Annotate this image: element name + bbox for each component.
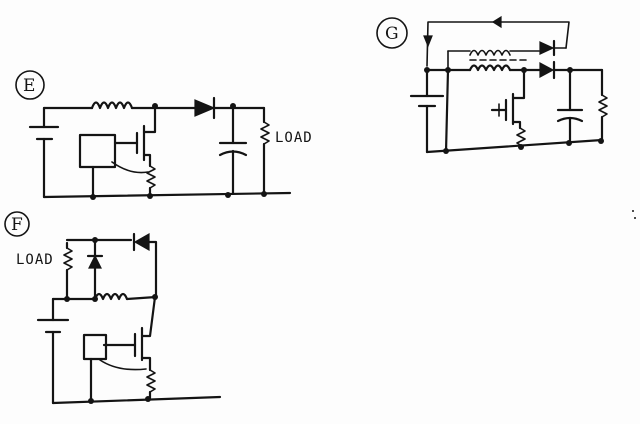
diagram-e-junction-dot [261, 191, 267, 197]
diagram-f-junction-dot [145, 396, 151, 402]
scan-speck [632, 210, 634, 212]
diagram-e-junction-dot [152, 103, 158, 109]
diagram-e-controller-box [78, 133, 117, 169]
diagram-f-sense-wire [99, 359, 147, 371]
diagram-e-battery [28, 106, 60, 199]
diagram-g-junction-dot [598, 138, 604, 144]
diagram-e: E LOA [15, 70, 313, 200]
diagram-g-mosfet [490, 68, 526, 130]
diagram-e-inductor [90, 101, 134, 110]
diagram-e-sense-wire [111, 161, 149, 174]
diagram-e-junction-dot [147, 193, 153, 199]
diagram-f-battery [36, 297, 70, 405]
diagram-f-controller-box [82, 333, 108, 361]
diagram-g: G [376, 15, 608, 154]
diagram-f-marker: F [11, 215, 23, 235]
diagram-f-marker-circle [4, 211, 30, 237]
diagram-e-marker-circle [15, 70, 45, 100]
diagram-e-load-resistor [260, 106, 270, 195]
diagram-e-load-label: LOAD [275, 130, 313, 146]
diagram-g-sense-resistor [516, 127, 526, 147]
scan-speck [634, 217, 636, 219]
diagram-e-mosfet [113, 106, 157, 168]
diagram-f-junction-dot [88, 398, 94, 404]
diagram-e-diode [194, 96, 216, 120]
diagram-f-mosfet [102, 295, 157, 372]
diagram-g-battery [409, 68, 445, 154]
diagram-g-inner-wire [444, 68, 450, 154]
diagram-e-capacitor [218, 106, 248, 195]
diagram-f-load-resistor [63, 247, 73, 271]
diagram-g-junction-dot [566, 140, 572, 146]
diagram-g-marker-circle [376, 17, 408, 49]
diagram-g-ground-rail [425, 138, 604, 154]
diagram-e-junction-dot [230, 103, 236, 109]
diagram-f-switch-node-wire [125, 295, 158, 301]
diagram-g-junction-dot [518, 144, 524, 150]
diagram-g-capacitor [556, 68, 584, 144]
diagram-f-filter-diode [86, 238, 104, 301]
diagram-f-sense-resistor [146, 369, 156, 393]
diagram-e-sense-resistor [146, 165, 156, 189]
diagram-g-aux-winding [469, 49, 511, 56]
diagram-e-marker: E [23, 76, 35, 96]
diagram-f-ground-rail [51, 395, 222, 405]
diagram-g-inductor [468, 64, 512, 72]
diagram-g-marker: G [385, 24, 399, 44]
diagram-g-junction-dot [443, 148, 449, 154]
diagram-f-output-diode [132, 232, 158, 299]
diagram-e-junction-dot [90, 194, 96, 200]
diagram-f: F LOAD [4, 211, 222, 405]
diagram-e-junction-dot [225, 192, 231, 198]
diagram-g-output-diode [539, 60, 556, 80]
diagram-g-feedback-arrow [491, 15, 502, 29]
diagram-g-aux-diode [539, 39, 567, 57]
diagram-f-inductor [93, 292, 129, 301]
diagram-g-load-resistor [598, 68, 608, 142]
diagram-e-ground-rail [42, 191, 292, 199]
diagram-g-feedback-arrow [423, 35, 433, 48]
diagram-f-load-label: LOAD [16, 252, 54, 268]
